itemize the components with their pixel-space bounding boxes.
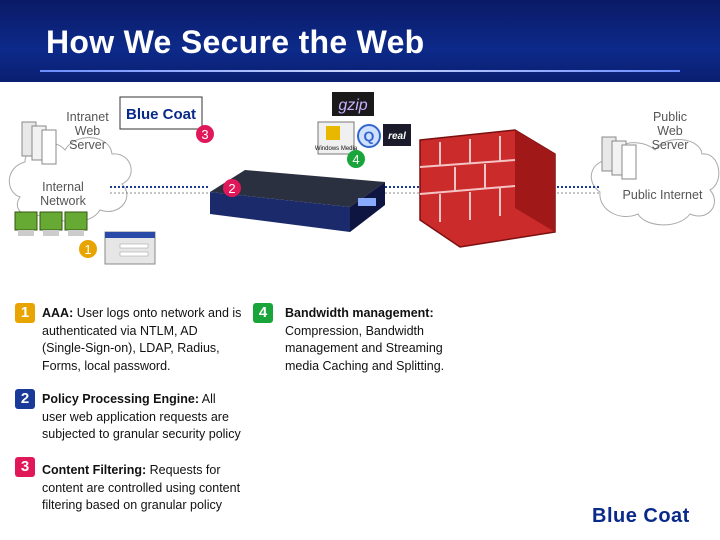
svg-text:4: 4 xyxy=(352,152,359,167)
step-4-text: Bandwidth management:Compression, Bandwi… xyxy=(285,306,445,373)
step-2-badge: 2 xyxy=(15,389,35,409)
svg-text:3: 3 xyxy=(201,127,208,142)
step-3-badge: 3 xyxy=(15,457,35,477)
proxysg-appliance-icon xyxy=(210,170,385,232)
svg-text:Q: Q xyxy=(364,128,375,144)
internal-network-label: Internal Network xyxy=(40,180,86,208)
intranet-server-icon xyxy=(21,121,57,165)
bluecoat-logo: Blue Coat xyxy=(119,96,203,130)
step-4-badge: 4 xyxy=(253,303,273,323)
intranet-server-label: Intranet Web Server xyxy=(66,110,109,152)
login-dialog-icon xyxy=(104,231,156,265)
page-title: How We Secure the Web xyxy=(46,24,425,60)
marker-3: 3 xyxy=(196,125,214,143)
svg-text:gzip: gzip xyxy=(338,97,367,114)
svg-text:Windows Media: Windows Media xyxy=(315,146,358,152)
title-bar xyxy=(0,0,720,82)
step-1-badge: 1 xyxy=(15,303,35,323)
svg-text:1: 1 xyxy=(84,242,91,257)
marker-2: 2 xyxy=(223,179,241,197)
gzip-logo: gzip xyxy=(332,92,374,116)
svg-text:Blue Coat: Blue Coat xyxy=(126,106,196,123)
step-2-text: Policy Processing Engine: All user web a… xyxy=(42,392,241,442)
real-logo: real xyxy=(383,124,411,146)
marker-1: 1 xyxy=(79,240,97,258)
quicktime-logo: Q xyxy=(357,124,381,148)
windows-media-logo: Windows Media xyxy=(315,121,358,155)
footer-logo-text: Blue Coat xyxy=(592,505,690,527)
public-server-icon xyxy=(601,136,637,180)
firewall-icon xyxy=(419,129,556,248)
user-computers-icon xyxy=(14,211,88,236)
marker-4: 4 xyxy=(347,150,365,168)
footer-bluecoat-logo: Blue Coat xyxy=(592,505,710,533)
public-server-label: Public Web Server xyxy=(651,110,689,152)
svg-text:2: 2 xyxy=(228,181,235,196)
svg-text:real: real xyxy=(388,131,406,142)
public-internet-label: Public Internet xyxy=(622,188,703,202)
title-underline xyxy=(40,70,680,72)
network-diagram: Blue Coat gzip Windows Media Q real 3 4 … xyxy=(8,92,720,265)
step-3-text: Content Filtering: Requests for content … xyxy=(42,463,241,513)
step-1-text: AAA: User logs onto network and is authe… xyxy=(42,306,242,373)
